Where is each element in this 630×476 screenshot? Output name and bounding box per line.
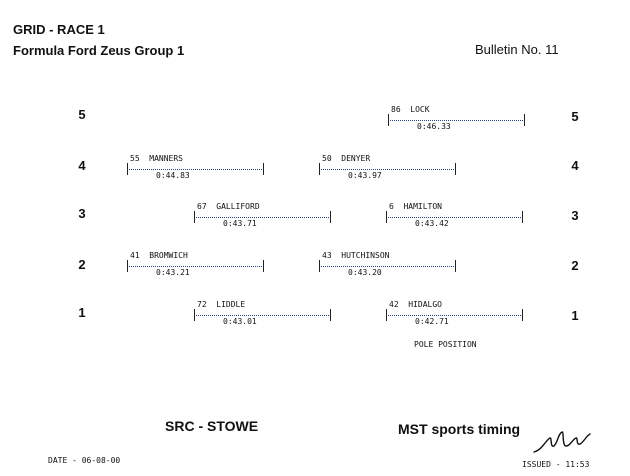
car-number: 67 <box>197 202 207 211</box>
row-number-right: 4 <box>571 158 579 173</box>
driver-name: GALLIFORD <box>216 202 260 211</box>
lap-time: 0:43.01 <box>223 317 257 326</box>
slot-line <box>129 169 262 170</box>
driver-name: HUTCHINSON <box>341 251 390 260</box>
slot-line <box>196 217 329 218</box>
car-entry: 42 HIDALGO <box>389 300 442 309</box>
car-entry: 6 HAMILTON <box>389 202 442 211</box>
car-entry: 86 LOCK <box>391 105 430 114</box>
bulletin-number: Bulletin No. 11 <box>475 42 559 57</box>
pole-position-label: POLE POSITION <box>414 340 477 349</box>
driver-name: BROMWICH <box>149 251 188 260</box>
lap-time: 0:43.71 <box>223 219 257 228</box>
slot-line <box>388 315 521 316</box>
slot-line <box>321 266 454 267</box>
lap-time: 0:43.21 <box>156 268 190 277</box>
row-number-right: 3 <box>571 208 579 223</box>
driver-name: LOCK <box>410 105 430 114</box>
slot-line <box>129 266 262 267</box>
grid-slot: 72 LIDDLE 0:43.01 <box>194 300 331 326</box>
car-entry: 43 HUTCHINSON <box>322 251 389 260</box>
lap-time: 0:42.71 <box>415 317 449 326</box>
driver-name: HAMILTON <box>403 202 442 211</box>
grid-title: GRID - RACE 1 <box>13 22 105 37</box>
driver-name: MANNERS <box>149 154 183 163</box>
car-entry: 67 GALLIFORD <box>197 202 260 211</box>
row-number-left: 2 <box>78 257 86 272</box>
series-subtitle: Formula Ford Zeus Group 1 <box>13 43 185 58</box>
row-number-right: 2 <box>571 258 579 273</box>
issued-time: ISSUED - 11:53 <box>522 460 590 469</box>
grid-slot: 55 MANNERS 0:44.83 <box>127 154 264 180</box>
car-entry: 41 BROMWICH <box>130 251 188 260</box>
slot-line <box>321 169 454 170</box>
car-number: 43 <box>322 251 332 260</box>
lap-time: 0:46.33 <box>417 122 451 131</box>
car-number: 41 <box>130 251 140 260</box>
lap-time: 0:43.97 <box>348 171 382 180</box>
row-number-left: 1 <box>78 305 86 320</box>
car-number: 42 <box>389 300 399 309</box>
row-number-right: 1 <box>571 308 579 323</box>
row-number-left: 3 <box>78 206 86 221</box>
signature-icon <box>533 431 591 453</box>
date-stamp: DATE - 06-08-00 <box>48 456 121 465</box>
grid-slot: 67 GALLIFORD 0:43.71 <box>194 202 331 228</box>
car-entry: 50 DENYER <box>322 154 370 163</box>
driver-name: DENYER <box>341 154 371 163</box>
grid-slot: 50 DENYER 0:43.97 <box>319 154 456 180</box>
car-number: 86 <box>391 105 401 114</box>
timing-provider: MST sports timing <box>398 421 521 437</box>
slot-line <box>390 120 523 121</box>
lap-time: 0:44.83 <box>156 171 190 180</box>
car-number: 50 <box>322 154 332 163</box>
car-entry: 55 MANNERS <box>130 154 183 163</box>
driver-name: HIDALGO <box>408 300 442 309</box>
car-number: 6 <box>389 202 394 211</box>
circuit-name: SRC - STOWE <box>165 418 259 434</box>
car-number: 72 <box>197 300 207 309</box>
row-number-left: 5 <box>78 107 86 122</box>
row-number-left: 4 <box>78 158 86 173</box>
driver-name: LIDDLE <box>216 300 246 309</box>
row-number-right: 5 <box>571 109 579 124</box>
grid-slot: 41 BROMWICH 0:43.21 <box>127 251 264 277</box>
grid-slot-pole: 42 HIDALGO 0:42.71 <box>386 300 523 326</box>
slot-line <box>196 315 329 316</box>
grid-slot: 6 HAMILTON 0:43.42 <box>386 202 523 228</box>
car-number: 55 <box>130 154 140 163</box>
grid-slot: 86 LOCK 0:46.33 <box>388 105 525 131</box>
car-entry: 72 LIDDLE <box>197 300 245 309</box>
lap-time: 0:43.20 <box>348 268 382 277</box>
slot-line <box>388 217 521 218</box>
lap-time: 0:43.42 <box>415 219 449 228</box>
grid-slot: 43 HUTCHINSON 0:43.20 <box>319 251 456 277</box>
